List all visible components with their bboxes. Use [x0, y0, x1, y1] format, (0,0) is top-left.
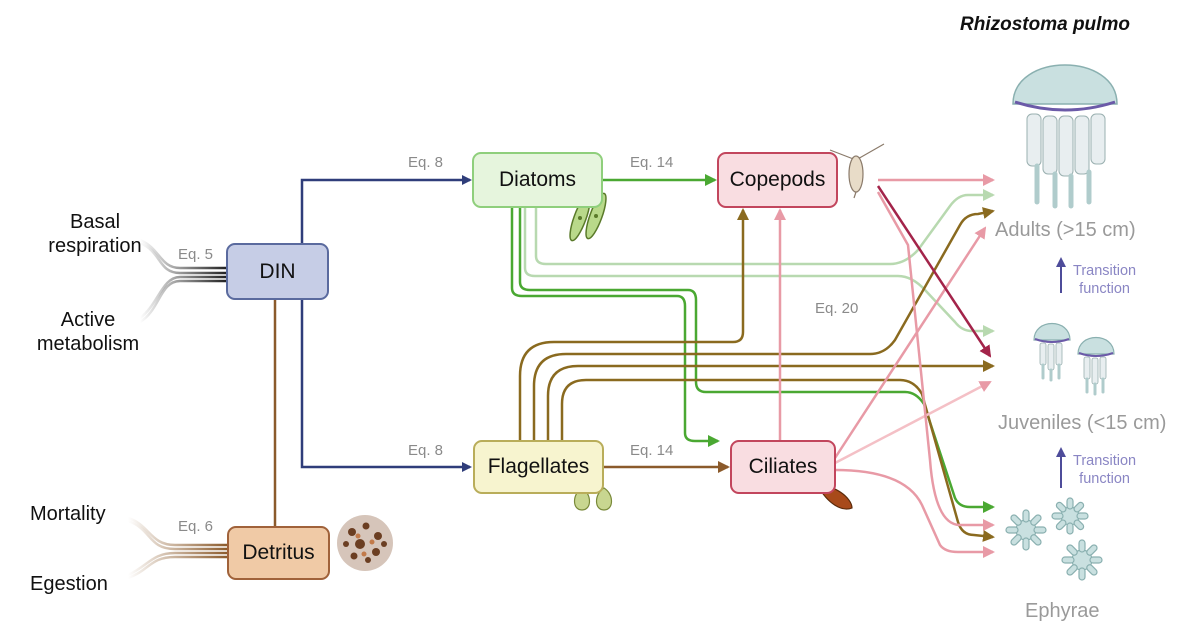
- detritus-node: Detritus: [227, 526, 330, 580]
- copepod-icon: [829, 143, 885, 199]
- adult-jellyfish-icon: [1012, 64, 1118, 209]
- mortality-label: Mortality: [30, 503, 106, 525]
- eq8-top-label: Eq. 8: [408, 154, 444, 171]
- active-metabolism-label: Active metabolism: [36, 309, 140, 355]
- ciliates-node: Ciliates: [730, 440, 836, 494]
- flagellates-node: Flagellates: [473, 440, 604, 494]
- species-title: Rhizostoma pulmo: [960, 14, 1130, 35]
- egestion-label: Egestion: [30, 573, 108, 595]
- eq14-bottom-label: Eq. 14: [630, 442, 674, 459]
- eq20-label: Eq. 20: [815, 300, 859, 317]
- din-node: DIN: [226, 243, 329, 300]
- eq6-label: Eq. 6: [178, 518, 214, 535]
- juvenile-jellyfish-icon: [1033, 323, 1115, 396]
- detritus-inputs: [127, 516, 228, 580]
- eq8-bottom-label: Eq. 8: [408, 442, 444, 459]
- adults-stage-label: Adults (>15 cm): [995, 219, 1136, 241]
- copepods-node: Copepods: [717, 152, 838, 208]
- basal-respiration-label: Basal respiration: [48, 211, 142, 257]
- eq5-label: Eq. 5: [178, 246, 214, 263]
- ephyrae-stage-label: Ephyrae: [1025, 600, 1100, 622]
- transition-function-lower: Transition function: [1073, 453, 1137, 488]
- eq14-top-label: Eq. 14: [630, 154, 674, 171]
- juveniles-stage-label: Juveniles (<15 cm): [998, 412, 1167, 434]
- transition-function-upper: Transition function: [1073, 263, 1137, 298]
- respiration-inputs: [139, 238, 226, 324]
- ephyrae-icon: [1005, 497, 1103, 581]
- diatoms-node: Diatoms: [472, 152, 603, 208]
- detritus-particles-icon: [337, 515, 393, 571]
